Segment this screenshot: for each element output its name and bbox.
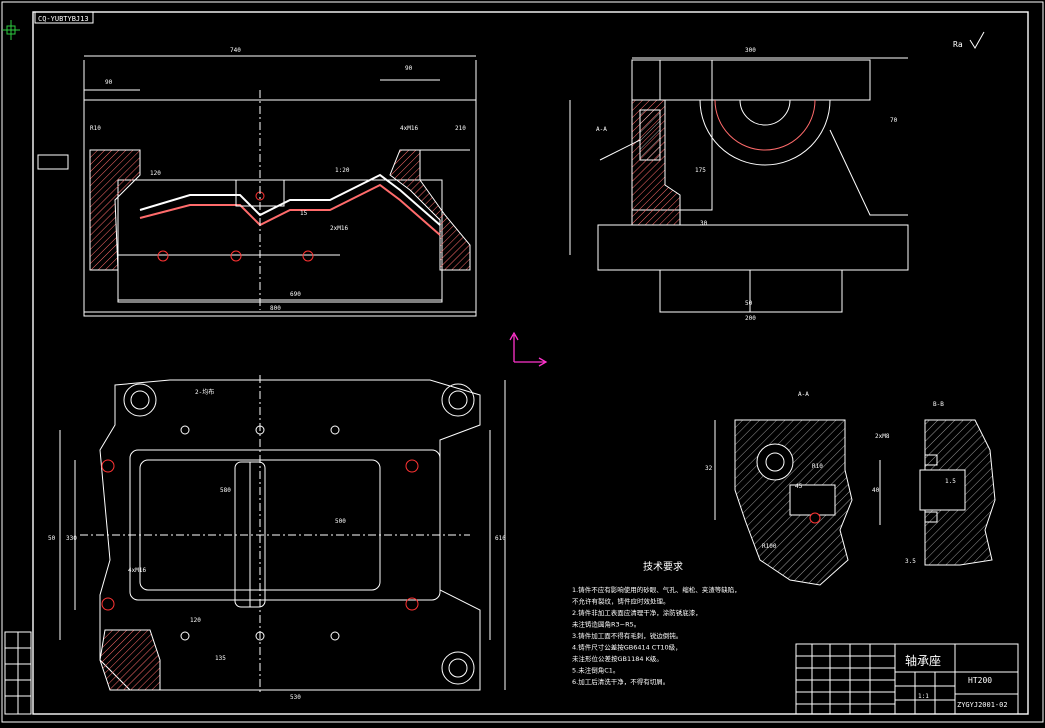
svg-text:50: 50 (48, 535, 56, 542)
material: HT200 (968, 676, 992, 685)
svg-text:740: 740 (230, 47, 241, 54)
svg-text:Ra: Ra (953, 40, 963, 49)
svg-text:175: 175 (695, 167, 706, 174)
svg-text:1:20: 1:20 (335, 167, 350, 174)
drawing-number: ZYGYJ2001-02 (957, 701, 1008, 709)
part-name: 轴承座 (905, 653, 941, 668)
notes-lines: 1.铸件不应有影响使用的砂眼、气孔、缩松、夹渣等缺陷， 不允许有裂纹，铸件应时效… (572, 585, 741, 686)
detail-view-a[interactable]: A-A R10 45 R100 32 (705, 391, 853, 586)
svg-text:1.5: 1.5 (945, 478, 956, 485)
code-box (34, 11, 94, 24)
svg-text:330: 330 (66, 535, 77, 542)
svg-text:3.5: 3.5 (905, 558, 916, 565)
scale: 1:1 (918, 693, 929, 700)
svg-text:4xM16: 4xM16 (400, 125, 418, 132)
notes-line: 5.未注倒角C1。 (572, 666, 619, 675)
technical-notes: 技术要求 1.铸件不应有影响使用的砂眼、气孔、缩松、夹渣等缺陷， 不允许有裂纹，… (572, 560, 741, 686)
svg-text:200: 200 (745, 315, 756, 322)
title-block: 轴承座 HT200 ZYGYJ2001-02 1:1 (795, 643, 1019, 715)
svg-text:2-均布: 2-均布 (195, 388, 214, 396)
svg-text:R10: R10 (812, 463, 823, 470)
svg-text:610: 610 (495, 535, 506, 542)
notes-heading: 技术要求 (643, 560, 683, 573)
svg-text:4xM16: 4xM16 (128, 567, 146, 574)
svg-text:90: 90 (405, 65, 413, 72)
notes-line: 未注形位公差按GB1184 K级。 (572, 654, 663, 663)
svg-text:210: 210 (455, 125, 466, 132)
svg-text:15: 15 (300, 210, 308, 217)
svg-text:A-A: A-A (596, 126, 607, 133)
notes-line: 3.铸件加工面不得有毛刺，锐边倒钝。 (572, 631, 682, 640)
svg-text:B-B: B-B (933, 401, 944, 408)
notes-line: 1.铸件不应有影响使用的砂眼、气孔、缩松、夹渣等缺陷， (572, 585, 741, 594)
svg-text:32: 32 (705, 465, 713, 472)
svg-text:2xM8: 2xM8 (875, 433, 890, 440)
top-view[interactable]: 2-均布 580 500 120 135 530 50 330 610 4xM1… (48, 375, 506, 701)
svg-text:2xM16: 2xM16 (330, 225, 348, 232)
code-box-text: CQ-YUBTYBJ13 (38, 15, 89, 23)
svg-text:30: 30 (700, 220, 708, 227)
ucs-axis-icon (509, 331, 548, 367)
svg-text:300: 300 (745, 47, 756, 54)
svg-text:40: 40 (872, 487, 880, 494)
notes-line: 4.铸件尺寸公差按GB6414 CT10级， (572, 643, 682, 652)
detail-view-b[interactable]: B-B 2xM8 40 3.5 1.5 (872, 401, 996, 566)
inner-border (32, 11, 1029, 715)
svg-text:690: 690 (290, 291, 301, 298)
side-view[interactable]: 300 A-A 70 175 50 200 30 (569, 47, 909, 322)
crosshair-cursor-icon (2, 20, 20, 40)
revision-strip (4, 631, 32, 715)
svg-text:45: 45 (795, 483, 803, 490)
notes-line: 未注铸造圆角R3~R5。 (572, 620, 640, 629)
roughness-symbol: Ra (953, 31, 985, 49)
svg-text:R10: R10 (90, 125, 101, 132)
svg-text:A-A: A-A (798, 391, 809, 398)
svg-text:530: 530 (290, 694, 301, 701)
svg-text:120: 120 (150, 170, 161, 177)
svg-text:70: 70 (890, 117, 898, 124)
svg-text:50: 50 (745, 300, 753, 307)
svg-text:R100: R100 (762, 543, 777, 550)
svg-text:120: 120 (190, 617, 201, 624)
front-view[interactable]: 740 90 90 690 800 15 1:20 2xM16 4xM16 21… (37, 47, 477, 317)
svg-text:500: 500 (335, 518, 346, 525)
svg-text:580: 580 (220, 487, 231, 494)
notes-line: 2.铸件非加工表面应清理干净，涂防锈底漆， (572, 608, 702, 617)
svg-text:135: 135 (215, 655, 226, 662)
notes-line: 不允许有裂纹，铸件应时效处理。 (572, 597, 670, 606)
svg-text:800: 800 (270, 305, 281, 312)
notes-line: 6.加工后清洗干净，不得有切屑。 (572, 677, 669, 686)
svg-text:90: 90 (105, 79, 113, 86)
